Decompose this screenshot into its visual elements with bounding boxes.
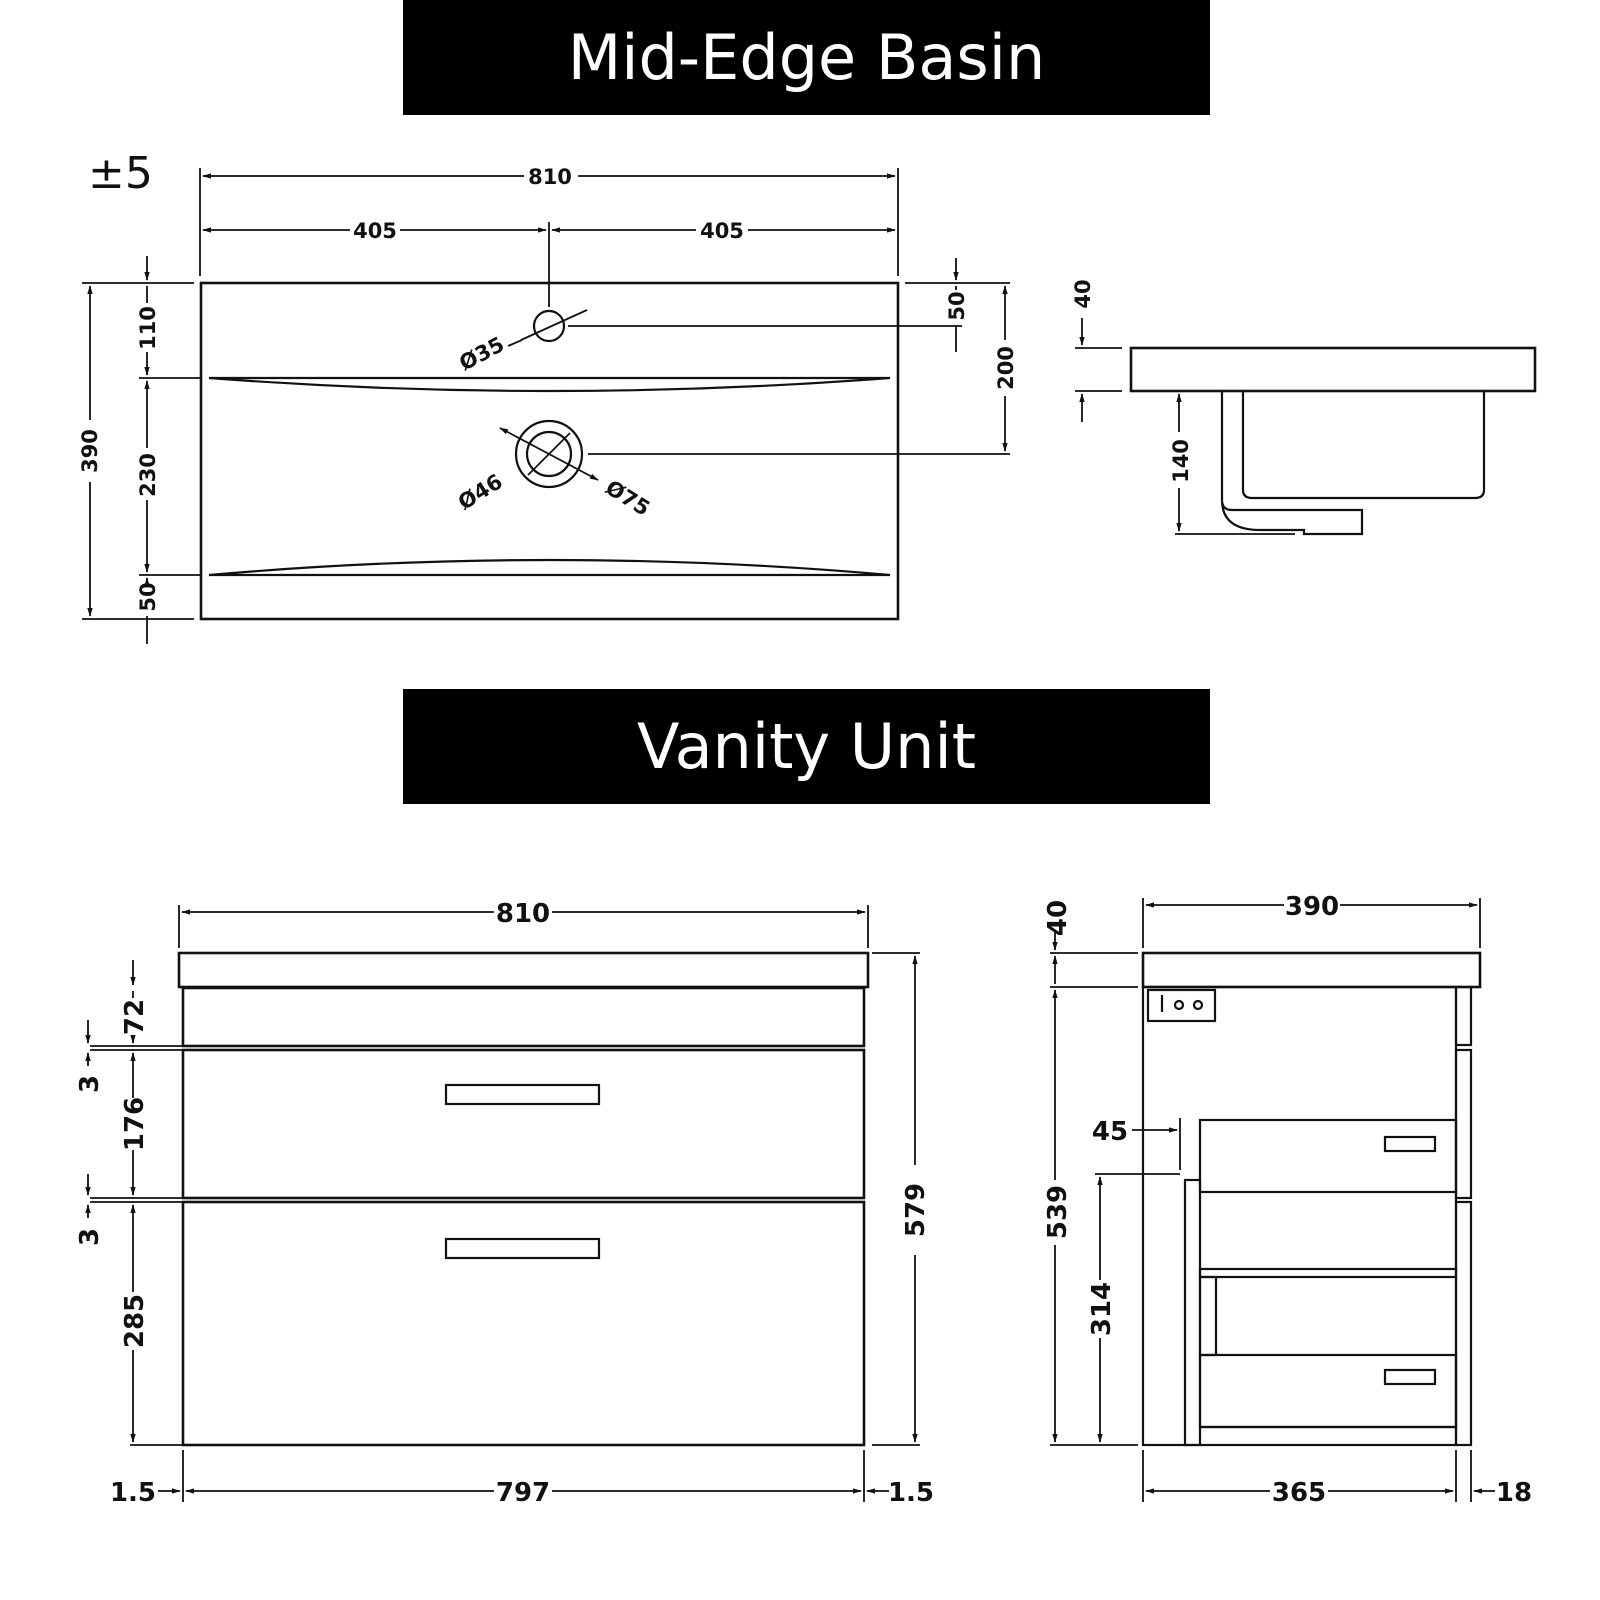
vanity-rail-label: 72 (120, 999, 150, 1035)
vanity-side-left-label: 1.5 (110, 1478, 156, 1508)
vanity-side-view (1141, 951, 1482, 1447)
handle-upper (444, 1083, 601, 1106)
vanity-side-height-label: 539 (1043, 1185, 1073, 1239)
vanity-side-offset-label: 45 (1092, 1117, 1128, 1147)
basin-width-label: 810 (528, 165, 572, 189)
drawer-lower (181, 1200, 866, 1447)
vanity-side-inner-label: 314 (1087, 1282, 1117, 1336)
vanity-side-front-label: 18 (1496, 1478, 1532, 1508)
tolerance-label: ±5 (88, 148, 153, 199)
vanity-side-top (1141, 951, 1482, 989)
tap-hole (532, 309, 566, 343)
vanity-side-drawer2-front (1454, 1200, 1473, 1447)
vanity-height-label: 579 (901, 1183, 931, 1237)
vanity-side-rail-front (1454, 985, 1473, 1047)
vanity-side-back-panel (1183, 1178, 1202, 1447)
drawer-box-lower-lip (1198, 1267, 1458, 1279)
basin-title-banner: Mid-Edge Basin (403, 0, 1210, 115)
vanity-rail (181, 986, 866, 1048)
vanity-side-body (1141, 985, 1458, 1447)
vanity-side-depth-label: 390 (1285, 892, 1339, 922)
handle-lower (444, 1237, 601, 1260)
basin-depth-label: 390 (78, 429, 102, 473)
vanity-drawer2-label: 285 (120, 1294, 150, 1348)
vanity-width-label: 810 (496, 899, 550, 929)
basin-tap-offset-label: 50 (945, 291, 969, 320)
basin-half-left-label: 405 (353, 219, 397, 243)
wall-bracket (1146, 988, 1217, 1023)
basin-side-top (1129, 346, 1537, 393)
basin-front-depth-label: 50 (136, 582, 160, 611)
vanity-side-right-label: 1.5 (888, 1478, 934, 1508)
basin-waste-offset-label: 200 (994, 346, 1018, 390)
vanity-top (177, 951, 870, 989)
vanity-inner-width-label: 797 (496, 1478, 550, 1508)
basin-front-edge (208, 558, 891, 577)
basin-bowl-depth-label: 140 (1169, 439, 1193, 483)
vanity-front-dimensions: 810 579 72 3 176 3 285 797 (75, 899, 934, 1508)
basin-top-thickness-label: 40 (1071, 279, 1095, 308)
basin-plan-view (199, 281, 900, 621)
vanity-drawer1-label: 176 (120, 1097, 150, 1151)
basin-side-view (1129, 346, 1537, 536)
drawer-box-upper (1198, 1118, 1458, 1194)
drawer-upper (181, 1048, 866, 1200)
basin-side-bowl (1220, 391, 1364, 536)
basin-side-dimensions: 40 140 (1071, 279, 1295, 535)
vanity-side-body-depth-label: 365 (1272, 1478, 1326, 1508)
vanity-side-top-label: 40 (1043, 900, 1073, 936)
vanity-gap2-label: 3 (75, 1228, 105, 1246)
basin-rear-edge (208, 376, 891, 393)
basin-mid-depth-label: 230 (136, 453, 160, 497)
basin-half-right-label: 405 (700, 219, 744, 243)
vanity-gap1-label: 3 (75, 1075, 105, 1093)
vanity-side-dimensions: 390 40 539 314 45 365 18 (1043, 892, 1532, 1508)
basin-tap-depth-label: 110 (136, 306, 160, 350)
vanity-title-banner: Vanity Unit (403, 689, 1210, 804)
vanity-front-view (177, 951, 870, 1447)
vanity-side-drawer1-front (1454, 1048, 1473, 1200)
drawer-box-lower (1198, 1353, 1458, 1429)
